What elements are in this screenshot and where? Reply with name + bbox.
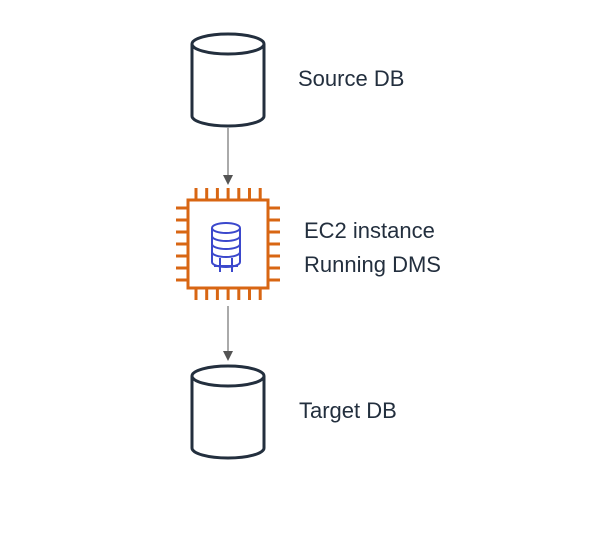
source-db-label: Source DB — [298, 66, 405, 91]
target-db-icon — [190, 364, 266, 460]
target-db-label: Target DB — [299, 398, 397, 423]
running-dms-label: Running DMS — [304, 252, 441, 277]
database-migration-icon — [211, 222, 241, 272]
ec2-chip-icon — [176, 188, 280, 300]
source-db-icon — [190, 32, 266, 128]
ec2-instance-label: EC2 instance — [304, 218, 435, 243]
